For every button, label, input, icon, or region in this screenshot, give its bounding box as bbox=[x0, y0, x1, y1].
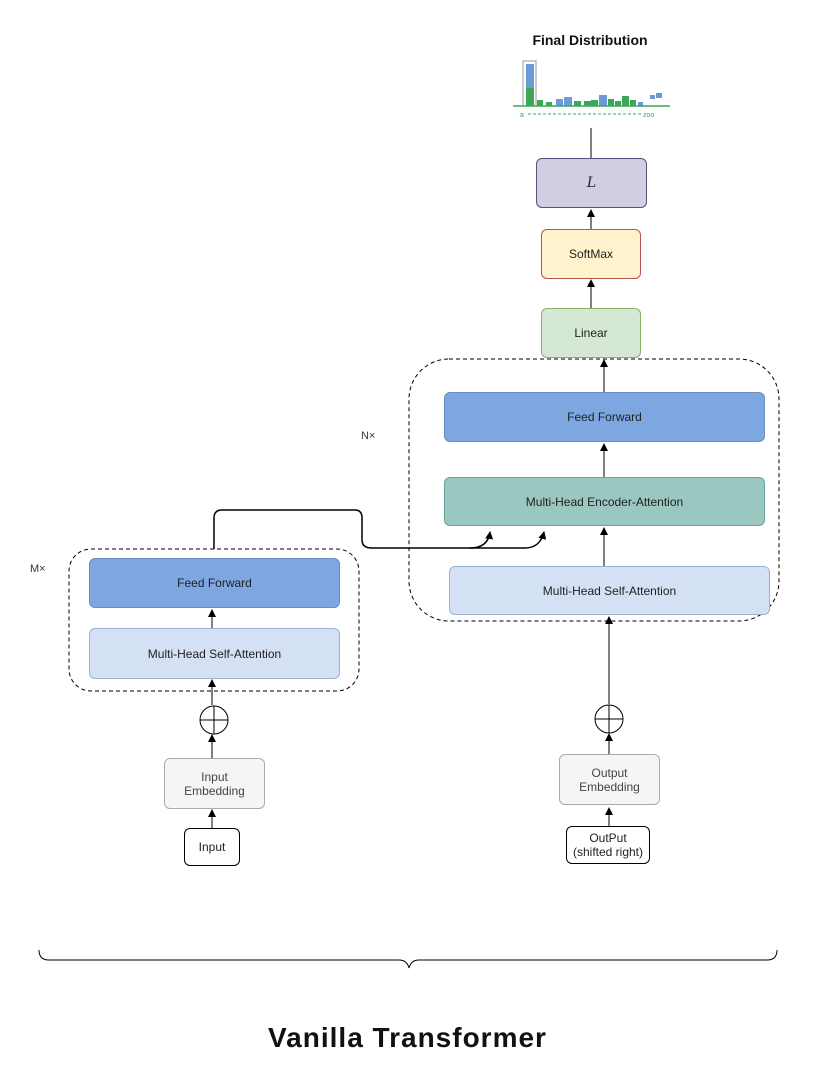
distribution-bar bbox=[546, 102, 552, 106]
distribution-bar bbox=[537, 100, 543, 106]
distribution-bar bbox=[564, 97, 572, 106]
encoder-positional-sum-icon bbox=[199, 705, 229, 735]
distribution-bar bbox=[584, 101, 591, 106]
decoder-self-attention-block: Multi-Head Self-Attention bbox=[449, 566, 770, 615]
distribution-bar bbox=[638, 102, 643, 106]
distribution-bar bbox=[622, 96, 629, 106]
decoder-encoder-attention-block: Multi-Head Encoder-Attention bbox=[444, 477, 765, 526]
distribution-bar bbox=[556, 99, 563, 106]
distribution-bar bbox=[591, 100, 598, 106]
output-shifted-right-block: OutPut (shifted right) bbox=[566, 826, 650, 864]
distribution-bar bbox=[526, 64, 534, 106]
decoder-feed-forward-block: Feed Forward bbox=[444, 392, 765, 442]
final-distribution-chart: a zoo bbox=[513, 60, 670, 119]
diagram-title: Vanilla Transformer bbox=[268, 1022, 547, 1053]
encoder-repeat-label: M× bbox=[30, 563, 46, 575]
loss-block: L bbox=[536, 158, 647, 208]
input-embedding-block: Input Embedding bbox=[164, 758, 265, 809]
output-embedding-block: Output Embedding bbox=[559, 754, 660, 805]
distribution-axis-end: zoo bbox=[643, 112, 654, 119]
distribution-bar bbox=[650, 95, 655, 99]
distribution-bar bbox=[599, 95, 607, 106]
softmax-block: SoftMax bbox=[541, 229, 641, 279]
distribution-axis-start: a bbox=[520, 112, 524, 119]
final-distribution-title: Final Distribution bbox=[532, 32, 648, 48]
distribution-bar bbox=[615, 101, 621, 106]
decoder-repeat-label: N× bbox=[361, 430, 376, 442]
encoder-output-wire-2 bbox=[470, 531, 547, 549]
decoder-repeat-container bbox=[408, 358, 780, 622]
input-block: Input bbox=[184, 828, 240, 866]
distribution-bar bbox=[574, 101, 581, 106]
distribution-bar bbox=[608, 99, 614, 106]
decoder-positional-sum-icon bbox=[594, 704, 624, 734]
encoder-self-attention-block: Multi-Head Self-Attention bbox=[89, 628, 340, 679]
distribution-bar bbox=[526, 88, 534, 106]
distribution-bar bbox=[630, 100, 636, 106]
distribution-bar bbox=[656, 93, 662, 98]
linear-block: Linear bbox=[541, 308, 641, 358]
encoder-feed-forward-block: Feed Forward bbox=[89, 558, 340, 608]
bottom-brace bbox=[38, 949, 778, 969]
